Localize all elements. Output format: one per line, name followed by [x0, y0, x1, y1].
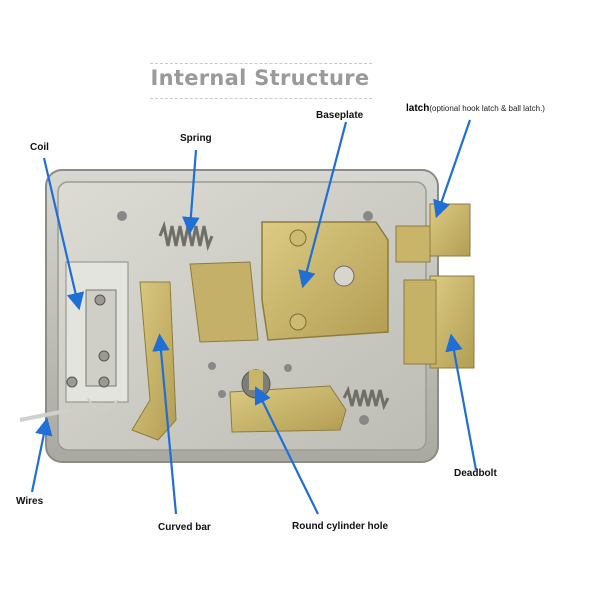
latch-bolt [430, 204, 470, 256]
label-latch-title: latch [406, 103, 429, 114]
deadbolt-bar [430, 276, 474, 368]
label-coil: Coil [30, 142, 49, 153]
deadbolt-body [404, 280, 436, 364]
label-baseplate: Baseplate [316, 110, 363, 121]
label-latch-note: (optional hook latch & ball latch.) [429, 104, 545, 113]
baseplate [262, 222, 388, 340]
label-spring: Spring [180, 133, 212, 144]
label-cylinder-hole: Round cylinder hole [292, 521, 388, 532]
label-deadbolt: Deadbolt [454, 468, 497, 479]
label-wires: Wires [16, 496, 43, 507]
label-latch: latch(optional hook latch & ball latch.) [406, 98, 546, 116]
label-curved-bar: Curved bar [158, 522, 211, 533]
